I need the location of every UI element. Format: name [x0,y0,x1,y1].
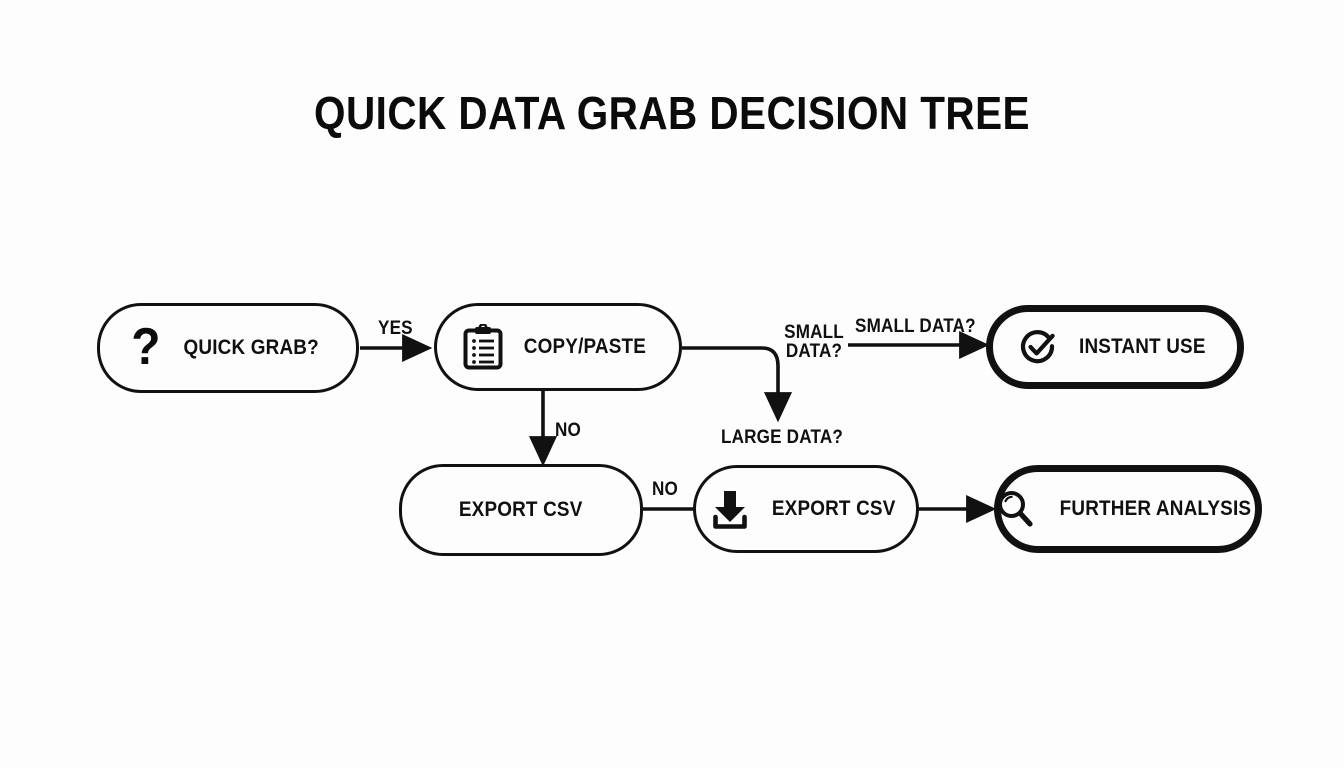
edge-label-small-data-branch: SMALL DATA? [784,322,844,363]
node-copy-paste[interactable]: COPY/PASTE [434,303,682,391]
node-further-analysis[interactable]: FURTHER ANALYSIS [994,465,1262,553]
edge-label-no-across: NO [652,479,679,500]
node-instant-use[interactable]: INSTANT USE [986,305,1244,389]
page-title: QUICK DATA GRAB DECISION TREE [314,87,1030,139]
check-circle-icon [1018,327,1058,367]
edge-label-small-data-instant: SMALL DATA? [855,316,976,337]
node-export-csv-download[interactable]: EXPORT CSV [693,465,919,553]
download-icon [709,487,751,531]
node-label-copy-paste: COPY/PASTE [523,335,647,358]
question-mark-icon: ? [131,318,161,377]
node-quick-grab[interactable]: ? QUICK GRAB? [97,303,359,393]
node-label-further-analysis: FURTHER ANALYSIS [1059,497,1251,520]
magnifier-icon [995,488,1035,530]
edge-label-no-down: NO [555,420,582,441]
node-label-export-csv-download: EXPORT CSV [772,497,896,520]
node-label-quick-grab: QUICK GRAB? [183,336,319,359]
node-label-instant-use: INSTANT USE [1078,335,1206,358]
edge-label-large-data: LARGE DATA? [721,427,843,448]
node-export-csv-plain[interactable]: EXPORT CSV [399,464,643,556]
edge-label-yes: YES [378,318,413,339]
node-label-export-csv-plain: EXPORT CSV [459,498,583,521]
edge-small-data-branch [682,346,793,423]
clipboard-list-icon [463,324,503,370]
